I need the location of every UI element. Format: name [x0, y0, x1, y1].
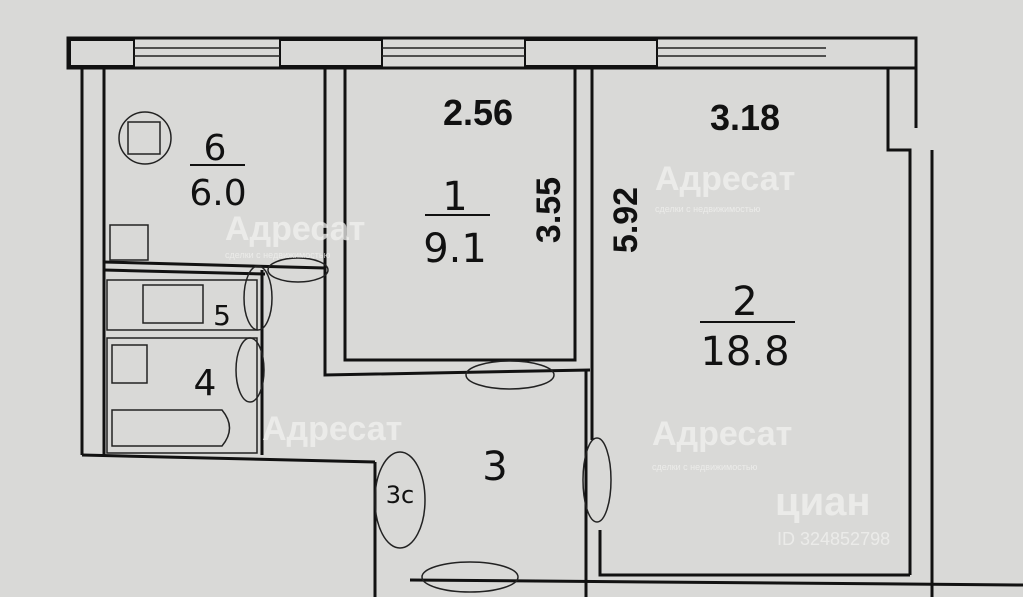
fixtures: [118, 111, 612, 593]
room-2-area: 18.8: [700, 329, 789, 375]
wall-pier: [279, 39, 383, 67]
bathtub: [111, 409, 231, 447]
room-1-area: 9.1: [423, 226, 487, 272]
room-5-number: 5: [213, 299, 231, 332]
watermark-tagline: сделки с недвижимостью: [652, 462, 758, 472]
closet-door: [374, 451, 426, 549]
toilet-compartment: [106, 279, 258, 331]
watermark-brand: Адресат: [225, 210, 365, 248]
door-swing: [235, 337, 265, 403]
exterior-wall-top: [66, 36, 918, 70]
wall-pier: [69, 39, 135, 67]
bath-socket-box: [111, 344, 148, 384]
watermark-tagline: сделки с недвижимостью: [655, 204, 761, 214]
room-2-width: 3.18: [710, 97, 780, 138]
wall-pier: [524, 39, 658, 67]
toilet: [142, 284, 204, 324]
room-1-width: 2.56: [443, 92, 513, 133]
room-2-length: 5.92: [607, 187, 645, 253]
windows: [134, 47, 826, 57]
bathroom-compartment: [106, 337, 258, 454]
labels: 6 6.0 1 9.1 2 18.8 3 4 5 3с 2.56 3.18 3.…: [189, 92, 795, 509]
closet-label: 3с: [386, 481, 414, 509]
watermark-brand: Адресат: [652, 415, 792, 453]
door-swing: [582, 437, 612, 523]
room-3-number: 3: [482, 444, 507, 490]
watermark-tagline: сделки с недвижимостью: [225, 250, 331, 260]
watermarks: Адресат сделки с недвижимостью Адресат с…: [225, 160, 890, 549]
room-6-number: 6: [204, 128, 227, 169]
room-2-number: 2: [732, 279, 757, 325]
door-swing: [465, 360, 555, 390]
door-swing: [267, 257, 329, 283]
room-4-number: 4: [194, 363, 217, 404]
watermark-listing-id: ID 324852798: [777, 529, 890, 549]
room-6-area: 6.0: [189, 173, 246, 214]
walls: [66, 36, 1023, 597]
kitchen-socket-box: [109, 224, 149, 261]
room-1-length: 3.55: [530, 177, 568, 243]
door-swing: [243, 265, 273, 331]
door-swing: [421, 561, 519, 593]
watermark-brand: Адресат: [655, 160, 795, 198]
watermark-portal: циан: [775, 480, 871, 524]
stove-icon: [118, 111, 172, 165]
watermark-brand: Адресат: [262, 410, 402, 448]
room-1-number: 1: [442, 174, 467, 220]
